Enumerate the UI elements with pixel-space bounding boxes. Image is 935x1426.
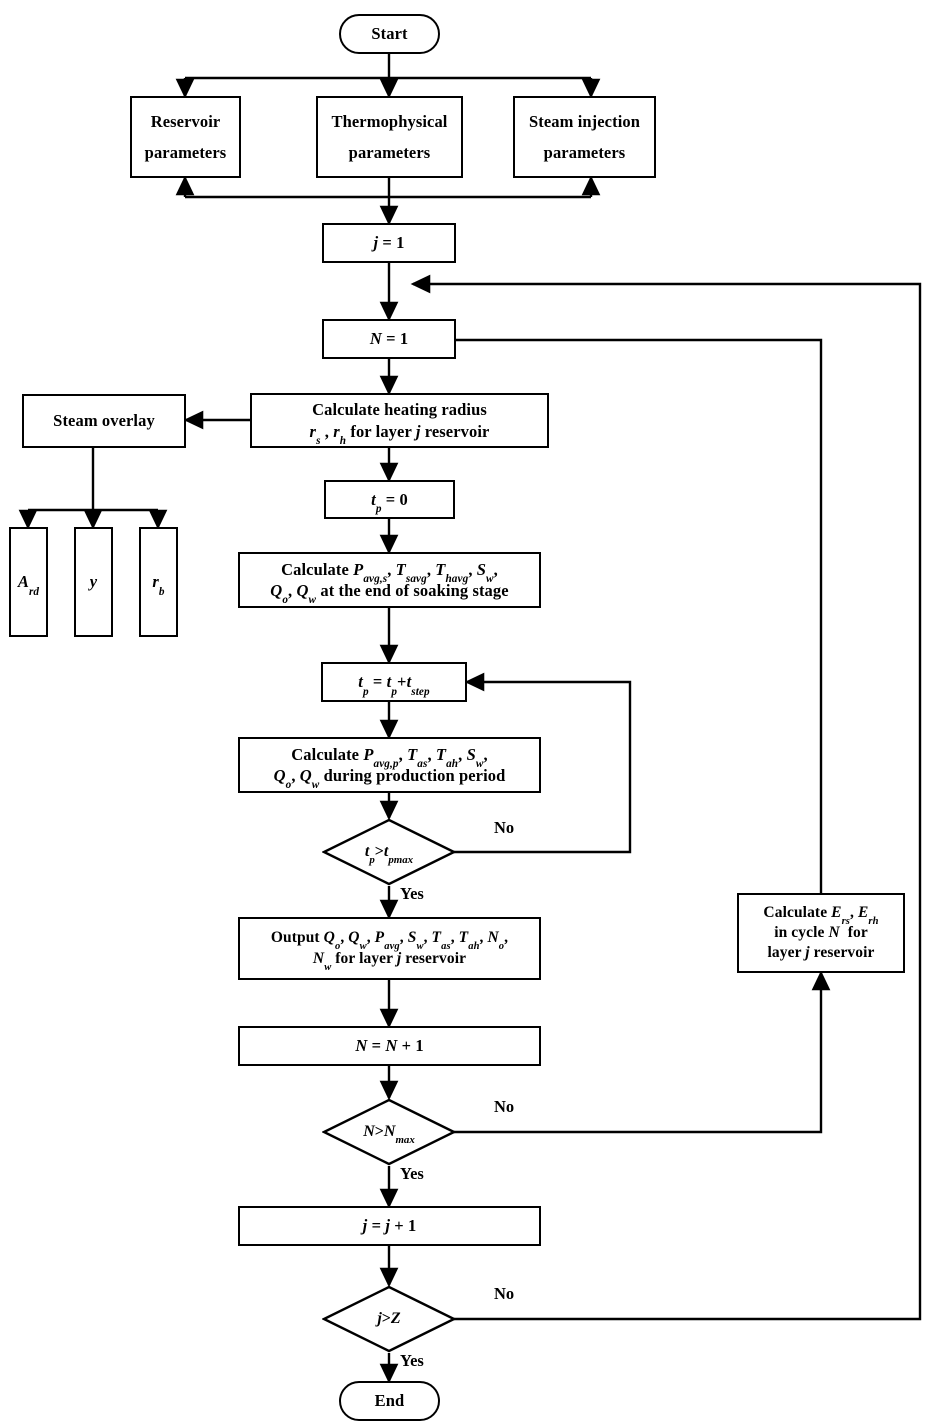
node-calculate-efficiency-line2: in cycle N for (774, 923, 868, 941)
edge-label-tp-yes: Yes (400, 884, 424, 903)
node-steam-injection-parameters-line1: Steam injection (528, 111, 641, 131)
node-incr-N[interactable]: N = N + 1 (238, 1026, 541, 1066)
edge-decidej-no (410, 274, 922, 1321)
node-var-ard[interactable]: Ard (9, 527, 48, 637)
node-calculate-production[interactable]: Calculate Pavg,p, Tas, Tah, Sw, Qo, Qw d… (238, 737, 541, 793)
node-advance-tp-label: tp = tp+tstep (358, 672, 430, 698)
node-var-rb[interactable]: rb (139, 527, 178, 637)
decide-tp-shape (321, 818, 457, 886)
node-output-results-line1: Output Qo, Qw, Pavg, Sw, Tas, Tah, No, (270, 929, 509, 953)
node-incr-N-label: N = N + 1 (355, 1036, 424, 1056)
node-init-j[interactable]: j = 1 (322, 223, 456, 263)
node-init-N[interactable]: N = 1 (322, 319, 456, 359)
node-calculate-production-line1: Calculate Pavg,p, Tas, Tah, Sw, (291, 744, 488, 770)
node-calculate-soaking-line1: Calculate Pavg,s, Tsavg, Thavg, Sw, (281, 559, 498, 585)
node-decide-j[interactable]: j > Z (321, 1285, 457, 1353)
node-init-tp[interactable]: tp = 0 (324, 480, 455, 519)
node-reservoir-parameters[interactable]: Reservoir parameters (130, 96, 241, 178)
node-output-results[interactable]: Output Qo, Qw, Pavg, Sw, Tas, Tah, No, N… (238, 917, 541, 980)
node-decide-N-label: N > Nmax (363, 1123, 415, 1147)
node-end-label: End (374, 1391, 405, 1411)
edge-decide-tp-no (443, 672, 632, 854)
node-calculate-efficiency-line3: layer j reservoir (767, 944, 875, 962)
node-init-N-label: N = 1 (369, 329, 409, 349)
node-decide-tp-label: tp > tpmax (364, 843, 414, 867)
edge-label-tp-no: No (494, 818, 515, 837)
edge-label-j-yes: Yes (400, 1351, 424, 1370)
node-var-y[interactable]: y (74, 527, 113, 637)
node-advance-tp[interactable]: tp = tp+tstep (321, 662, 467, 702)
node-incr-j-label: j = j + 1 (362, 1216, 417, 1236)
node-calculate-heating-radius-line1: Calculate heating radius (312, 400, 487, 420)
node-end[interactable]: End (339, 1381, 440, 1421)
edge-decideN-no (443, 970, 831, 1134)
node-calculate-heating-radius[interactable]: Calculate heating radius rs , rh for lay… (250, 393, 549, 448)
node-steam-injection-parameters-line2: parameters (543, 143, 626, 162)
node-output-results-line2: Nw for layer j reservoir (312, 949, 467, 973)
node-var-ard-label: Ard (17, 572, 40, 598)
node-thermophysical-parameters[interactable]: Thermophysical parameters (316, 96, 463, 178)
node-reservoir-parameters-line1: Reservoir (150, 111, 221, 131)
node-start-label: Start (371, 24, 408, 44)
node-decide-tp[interactable]: tp > tpmax (321, 818, 457, 886)
node-steam-overlay[interactable]: Steam overlay (22, 394, 186, 448)
edge-label-N-no: No (494, 1097, 515, 1116)
node-var-rb-label: rb (152, 572, 165, 598)
node-steam-overlay-label: Steam overlay (53, 411, 155, 431)
decide-N-shape (321, 1098, 457, 1166)
node-thermophysical-parameters-line1: Thermophysical (331, 111, 448, 131)
edge-label-j-no: No (494, 1284, 515, 1303)
node-calculate-efficiency-line1: Calculate Ers, Erh (763, 903, 879, 927)
node-reservoir-parameters-line2: parameters (144, 143, 227, 162)
node-calculate-soaking-line2: Qo, Qw at the end of soaking stage (270, 581, 509, 607)
decide-j-shape (321, 1285, 457, 1353)
node-start[interactable]: Start (339, 14, 440, 54)
node-calculate-heating-radius-line2: rs , rh for layer j reservoir (309, 421, 490, 447)
node-incr-j[interactable]: j = j + 1 (238, 1206, 541, 1246)
node-var-y-label: y (89, 572, 98, 592)
node-thermophysical-parameters-line2: parameters (348, 143, 431, 162)
node-steam-injection-parameters[interactable]: Steam injection parameters (513, 96, 656, 178)
node-decide-j-label: j > Z (377, 1310, 401, 1327)
node-init-j-label: j = 1 (373, 233, 405, 253)
edge-efficiency-to-initN (410, 330, 823, 893)
edge-label-N-yes: Yes (400, 1164, 424, 1183)
node-calculate-soaking[interactable]: Calculate Pavg,s, Tsavg, Thavg, Sw, Qo, … (238, 552, 541, 608)
node-calculate-efficiency[interactable]: Calculate Ers, Erh in cycle N for layer … (737, 893, 905, 973)
node-calculate-production-line2: Qo, Qw during production period (273, 766, 506, 792)
node-decide-N[interactable]: N > Nmax (321, 1098, 457, 1166)
node-init-tp-label: tp = 0 (371, 489, 408, 516)
